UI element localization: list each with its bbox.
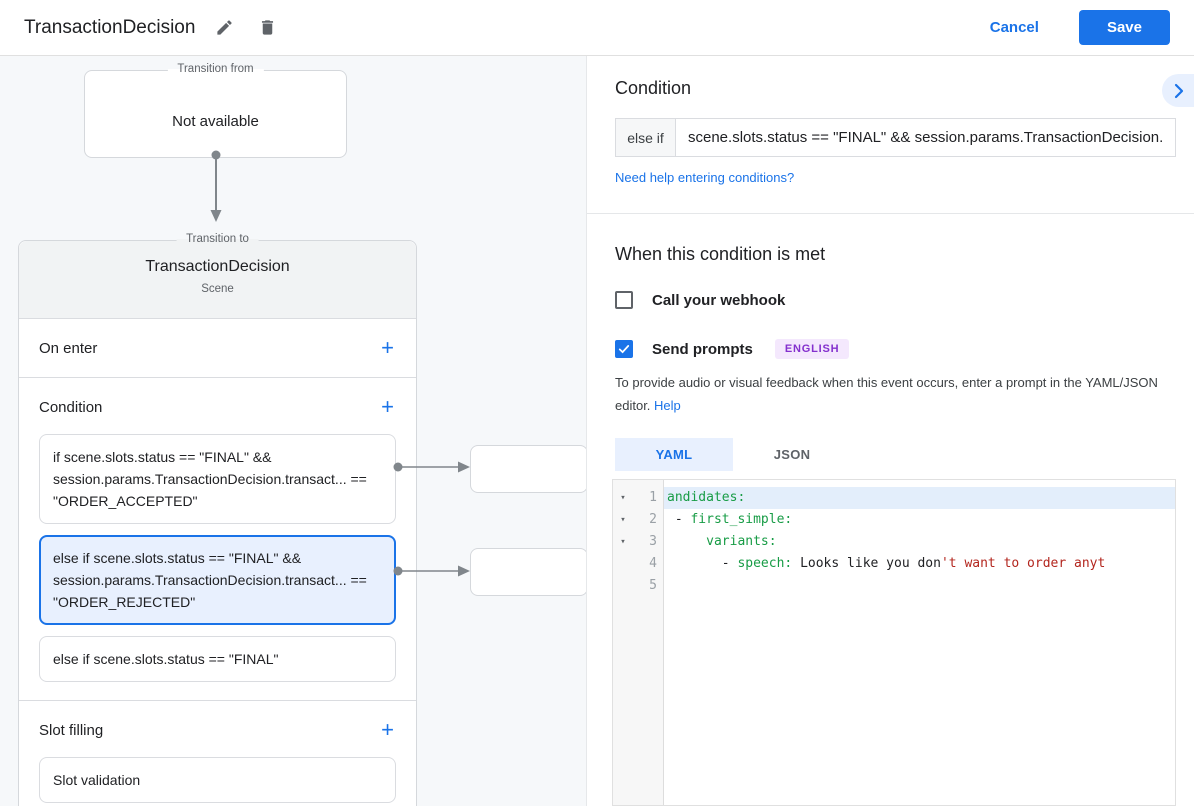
scene-card: Transition to TransactionDecision Scene … [18,233,417,806]
transition-from-label: Transition from [167,63,264,75]
condition-connector-arrow-2 [393,565,470,577]
transition-target-box-1[interactable] [470,445,586,493]
panel-condition-title: Condition [615,78,692,98]
line-number: 2 [649,511,657,527]
condition-met-title: When this condition is met [615,244,826,264]
condition-prefix-label: else if [615,118,675,157]
fold-gutter-cell [613,575,633,597]
code-line[interactable] [664,575,1175,597]
send-prompts-label: Send prompts [652,340,753,358]
trash-icon [258,18,277,37]
chevron-right-icon [1174,83,1184,99]
slot-filling-section: Slot filling + Slot validation [19,701,416,806]
pencil-icon [215,18,234,37]
editor-tabs: YAML JSON [615,437,1194,471]
scene-name: TransactionDecision [145,258,290,275]
fold-arrow-icon[interactable]: ▾ [620,536,626,547]
code-line[interactable]: - speech: Looks like you don't want to o… [667,555,1106,571]
line-number: 5 [649,577,657,593]
prompt-description: To provide audio or visual feedback when… [615,371,1175,418]
cancel-button[interactable]: Cancel [984,18,1045,37]
panel-divider [587,213,1194,214]
condition-help-link[interactable]: Need help entering conditions? [615,170,795,185]
transition-from-box[interactable]: Transition from Not available [84,63,347,158]
tab-json[interactable]: JSON [733,438,851,471]
send-prompts-checkbox[interactable] [615,340,633,358]
prompt-description-text: To provide audio or visual feedback when… [615,375,1158,414]
code-line[interactable]: andidates: [664,486,1175,509]
edit-scene-button[interactable] [211,14,238,41]
editor-code[interactable]: andidates: - first_simple: variants: - s… [664,479,1175,805]
fold-gutter-cell [613,553,633,575]
transition-target-box-2[interactable] [470,548,586,596]
language-badge: ENGLISH [774,339,850,359]
fold-arrow-icon[interactable]: ▾ [620,514,626,525]
on-enter-row[interactable]: On enter + [19,319,416,378]
condition-card-final[interactable]: else if scene.slots.status == "FINAL" [39,636,396,682]
delete-scene-button[interactable] [254,14,281,41]
add-condition-button[interactable]: + [381,394,394,419]
transition-arrow-down [210,150,222,222]
code-line[interactable]: - first_simple: [667,511,793,527]
line-number: 3 [649,533,657,549]
call-webhook-label: Call your webhook [652,291,786,309]
fold-arrow-icon[interactable]: ▾ [620,492,626,503]
condition-expression-input[interactable] [675,118,1176,157]
on-enter-label: On enter [39,339,98,357]
scene-card-header[interactable]: TransactionDecision Scene [19,241,416,319]
page-title: TransactionDecision [24,16,196,38]
condition-card-accepted[interactable]: if scene.slots.status == "FINAL" && sess… [39,434,396,524]
slot-validation-card[interactable]: Slot validation [39,757,396,803]
transition-to-label: Transition to [176,233,259,245]
line-number: 1 [649,489,657,505]
call-webhook-checkbox[interactable] [615,291,633,309]
help-link[interactable]: Help [654,398,681,414]
condition-section-label: Condition [39,398,103,416]
checkmark-icon [617,342,631,356]
top-bar: TransactionDecision Cancel Save [0,0,1194,56]
condition-card-rejected-selected[interactable]: else if scene.slots.status == "FINAL" &&… [39,535,396,625]
slot-filling-label: Slot filling [39,721,104,739]
add-slot-button[interactable]: + [381,717,394,742]
tab-yaml[interactable]: YAML [615,437,733,471]
condition-editor-panel: Condition else if Need help entering con… [586,56,1194,806]
line-number: 4 [649,555,657,571]
transition-from-text: Not available [172,113,259,130]
condition-section: Condition + if scene.slots.status == "FI… [19,378,416,701]
yaml-code-editor[interactable]: ▾ ▾ ▾ 1 2 3 4 5 andidates: - first_simple: var… [612,478,1176,806]
code-line[interactable]: variants: [706,533,777,549]
add-on-enter-button[interactable]: + [381,335,394,360]
scene-diagram-canvas: Transition from Not available Transition… [0,56,586,806]
scene-type: Scene [201,283,234,295]
collapse-panel-button[interactable] [1162,74,1194,107]
save-button[interactable]: Save [1078,10,1170,45]
editor-fold-gutter[interactable]: ▾ ▾ ▾ [613,479,633,805]
condition-connector-arrow-1 [393,461,470,473]
editor-line-numbers: 1 2 3 4 5 [633,479,664,805]
